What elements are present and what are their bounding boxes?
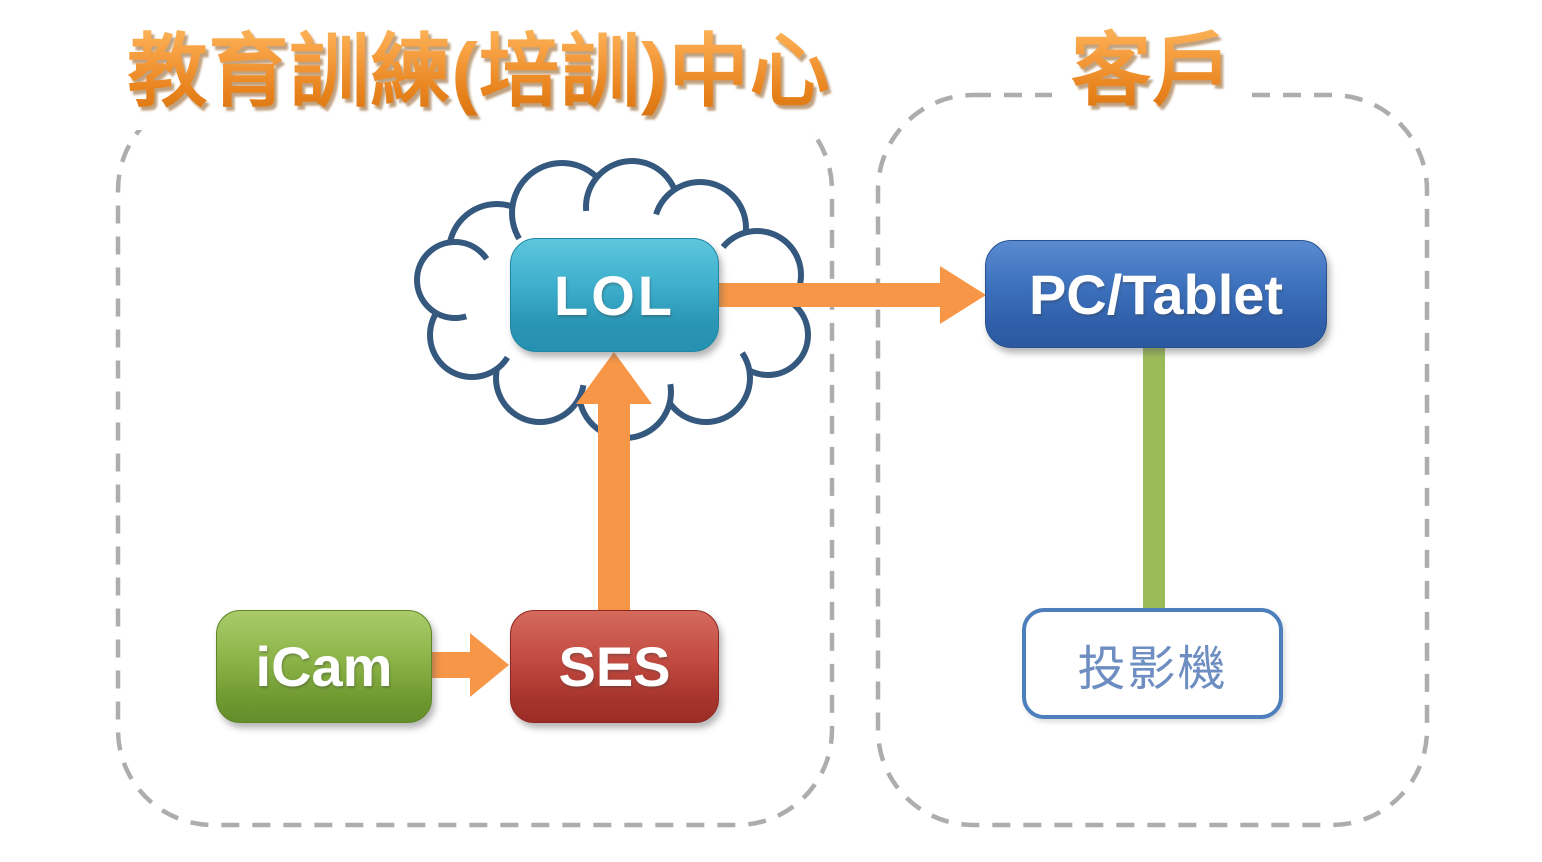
node-projector: 投影機 bbox=[1022, 608, 1283, 719]
arrow-ses-to-lol bbox=[576, 352, 652, 611]
customer-container-border bbox=[875, 92, 1430, 828]
node-lol: LOL bbox=[510, 238, 719, 352]
node-icam: iCam bbox=[216, 610, 432, 723]
connector-pc-to-projector bbox=[1143, 345, 1165, 610]
training-center-title-box: 教育訓練(培訓)中心 bbox=[100, 0, 858, 130]
arrow-icam-to-ses bbox=[430, 633, 509, 697]
customer-title: 客戶 bbox=[1071, 6, 1233, 122]
node-pc-tablet: PC/Tablet bbox=[985, 240, 1327, 348]
arrow-lol-to-pc bbox=[716, 266, 986, 324]
node-ses-label: SES bbox=[558, 635, 671, 698]
node-pc-tablet-label: PC/Tablet bbox=[1028, 262, 1284, 326]
node-ses: SES bbox=[510, 610, 719, 723]
node-icam-label: iCam bbox=[255, 635, 393, 698]
node-lol-label: LOL bbox=[554, 263, 675, 327]
training-center-title: 教育訓練(培訓)中心 bbox=[127, 7, 830, 123]
customer-title-box: 客戶 bbox=[1052, 0, 1252, 128]
node-projector-label: 投影機 bbox=[1077, 642, 1228, 696]
